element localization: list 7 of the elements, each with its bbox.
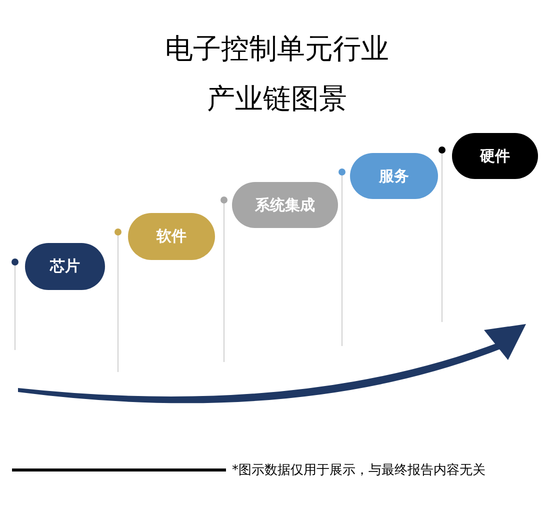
stage-pill: 硬件 — [452, 133, 538, 179]
stage-pill: 软件 — [128, 213, 215, 260]
stage-pill: 系统集成 — [232, 182, 338, 228]
title: 电子控制单元行业产业链图景 — [164, 31, 390, 117]
footnote: *图示数据仅用于展示，与最终报告内容无关 — [232, 462, 486, 479]
stage-pill: 服务 — [350, 153, 438, 199]
stage-pill: 芯片 — [25, 243, 105, 290]
